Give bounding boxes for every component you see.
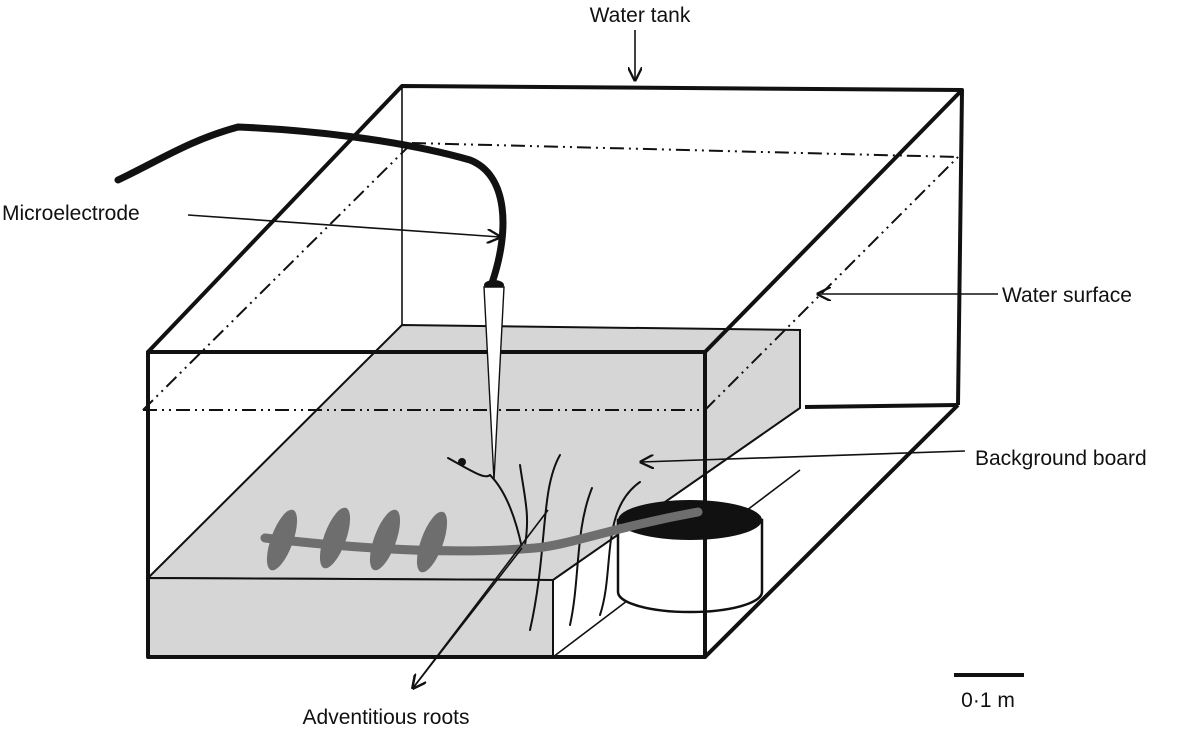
tank-front: [146, 88, 964, 659]
label-scale-bar: 0·1 m: [961, 689, 1015, 712]
plant-stem: [260, 458, 703, 573]
water-surface-lines: [142, 142, 959, 411]
label-water-tank: Water tank: [590, 4, 691, 27]
microelectrode-pointer: [187, 214, 500, 237]
microelectrode: [114, 123, 507, 481]
tank-back: [146, 84, 964, 409]
cylinder-container: [616, 500, 764, 614]
adventitious-roots: [447, 454, 641, 631]
label-water-surface: Water surface: [1002, 284, 1132, 307]
adventitious-roots-pointer-2: [413, 509, 549, 688]
background-board-pointer: [641, 450, 966, 462]
label-microelectrode: Microelectrode: [2, 202, 140, 225]
label-adventitious-roots: Adventitious roots: [303, 706, 470, 729]
label-background-board: Background board: [975, 447, 1147, 470]
